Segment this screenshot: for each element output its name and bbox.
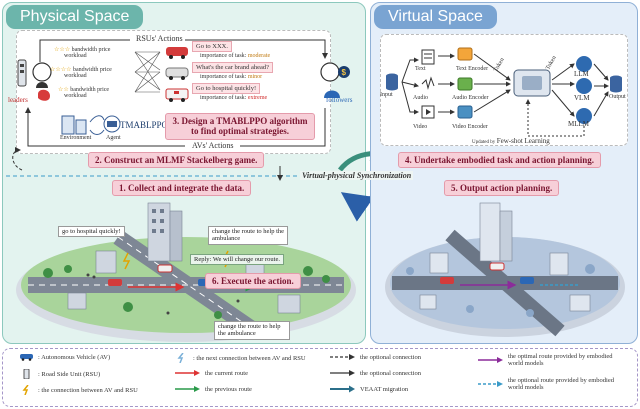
followers-label: followers <box>326 96 353 104</box>
legend-item-current-route: the current route <box>175 369 248 377</box>
lightning-icon <box>22 385 29 395</box>
rsu-actions-label: RSUs' Actions <box>134 34 185 43</box>
model-vlm: VLM <box>574 94 590 102</box>
legend-item-optional-solid: the optional connection <box>330 369 421 377</box>
legend-item-previous-route: the previous route <box>175 385 252 393</box>
model-llm: LLM <box>574 70 589 78</box>
legend-item-connection: : the connection between AV and RSU <box>20 385 138 395</box>
leaders-label: leaders <box>8 96 28 104</box>
black-arrow <box>330 370 355 376</box>
physical-space-title: Physical Space <box>6 5 144 29</box>
request-3-importance: importance of task: extreme <box>200 95 268 101</box>
request-1: Go to XXX. <box>192 41 232 52</box>
legend-item-optimal-route: the optimal route provided by embodied w… <box>478 353 628 367</box>
step-5-output-planning: 5. Output action planning. <box>444 180 560 196</box>
legend-item-next-connection: : the next connection between AV and RSU <box>175 353 306 363</box>
physical-city-scene <box>16 202 356 342</box>
purple-arrow <box>478 357 503 364</box>
legend-item-migration: VEAAT migration <box>330 385 408 393</box>
algorithm-label: TMABLPPO <box>120 120 169 130</box>
modality-text: Text <box>415 66 426 72</box>
rsu-row-1: ☆☆☆ bandwidth price workload <box>54 47 111 59</box>
legend <box>2 348 638 407</box>
virtual-physical-sync-label: Virtual-physical Synchronization <box>300 171 414 180</box>
legend-item-optional-dashed: the optional connection <box>330 353 421 361</box>
request-3: Go to hospital quickly! <box>192 83 261 94</box>
red-arrow <box>175 370 200 376</box>
rsu-row-3: ☆☆ bandwidth price workload <box>58 87 110 99</box>
step-6-execute-action: 6. Execute the action. <box>205 273 301 289</box>
legend-item-optional-route: the optional route provided by embodied … <box>478 377 628 391</box>
av-cars-icons <box>165 47 189 102</box>
video-encoder-label: Video Encoder <box>452 124 488 130</box>
request-2-importance: importance of task: minor <box>200 74 263 80</box>
follower-av-icon: $ <box>320 62 350 98</box>
bubble-change-route-top: change the route to help the ambulance <box>208 226 288 245</box>
next-connection-icon <box>177 353 184 363</box>
few-shot-label: Updated by Few-shot Learning <box>472 137 550 145</box>
car-icon <box>20 354 33 361</box>
green-arrow <box>175 386 200 392</box>
virtual-pipeline-diagram <box>386 47 622 137</box>
legend-item-av: : Autonomous Vehicle (AV) <box>20 353 110 361</box>
output-label: Output <box>609 94 626 100</box>
av-actions-label: AVs' Actions <box>190 141 236 150</box>
audio-encoder-label: Audio Encoder <box>452 95 489 101</box>
env-agent-icon <box>61 115 121 135</box>
request-2: What's the car brand ahead? <box>192 62 273 73</box>
step-3-design-algorithm: 3. Design a TMABLPPO algorithm to find o… <box>165 113 315 140</box>
step-1-collect-data: 1. Collect and integrate the data. <box>112 180 252 196</box>
leader-rsu-icon <box>17 59 52 101</box>
bubble-change-route-bottom: change the route to help the ambulance <box>214 321 290 340</box>
text-encoder-label: Text Encoder <box>456 66 489 72</box>
modality-audio: Audio <box>413 95 428 101</box>
modality-video: Video <box>413 124 428 130</box>
dashed-black-arrow <box>330 354 355 360</box>
svg-text:$: $ <box>342 68 347 77</box>
request-1-importance: importance of task: moderate <box>200 53 271 59</box>
rsu-icon <box>23 369 30 379</box>
teal-arrow <box>330 385 355 393</box>
environment-label: Environment <box>60 135 92 141</box>
bubble-go-hospital: go to hospital quickly! <box>58 226 125 238</box>
agent-label: Agent <box>106 135 121 141</box>
legend-item-rsu: : Road Side Unit (RSU) <box>20 369 100 379</box>
input-label: Input <box>380 92 393 98</box>
virtual-city-scene <box>385 202 625 337</box>
bubble-reply: Reply: We will change our route. <box>190 254 285 266</box>
step-4-embodied-task: 4. Undertake embodied task and action pl… <box>398 152 602 168</box>
blue-dashed-arrow <box>478 381 503 388</box>
rsu-row-2: ☆☆☆☆ bandwidth price workload <box>50 67 112 79</box>
virtual-space-title: Virtual Space <box>374 5 497 29</box>
model-mllm: MLLM <box>568 120 589 128</box>
step-2-construct-game: 2. Construct an MLMF Stackelberg game. <box>88 152 265 168</box>
